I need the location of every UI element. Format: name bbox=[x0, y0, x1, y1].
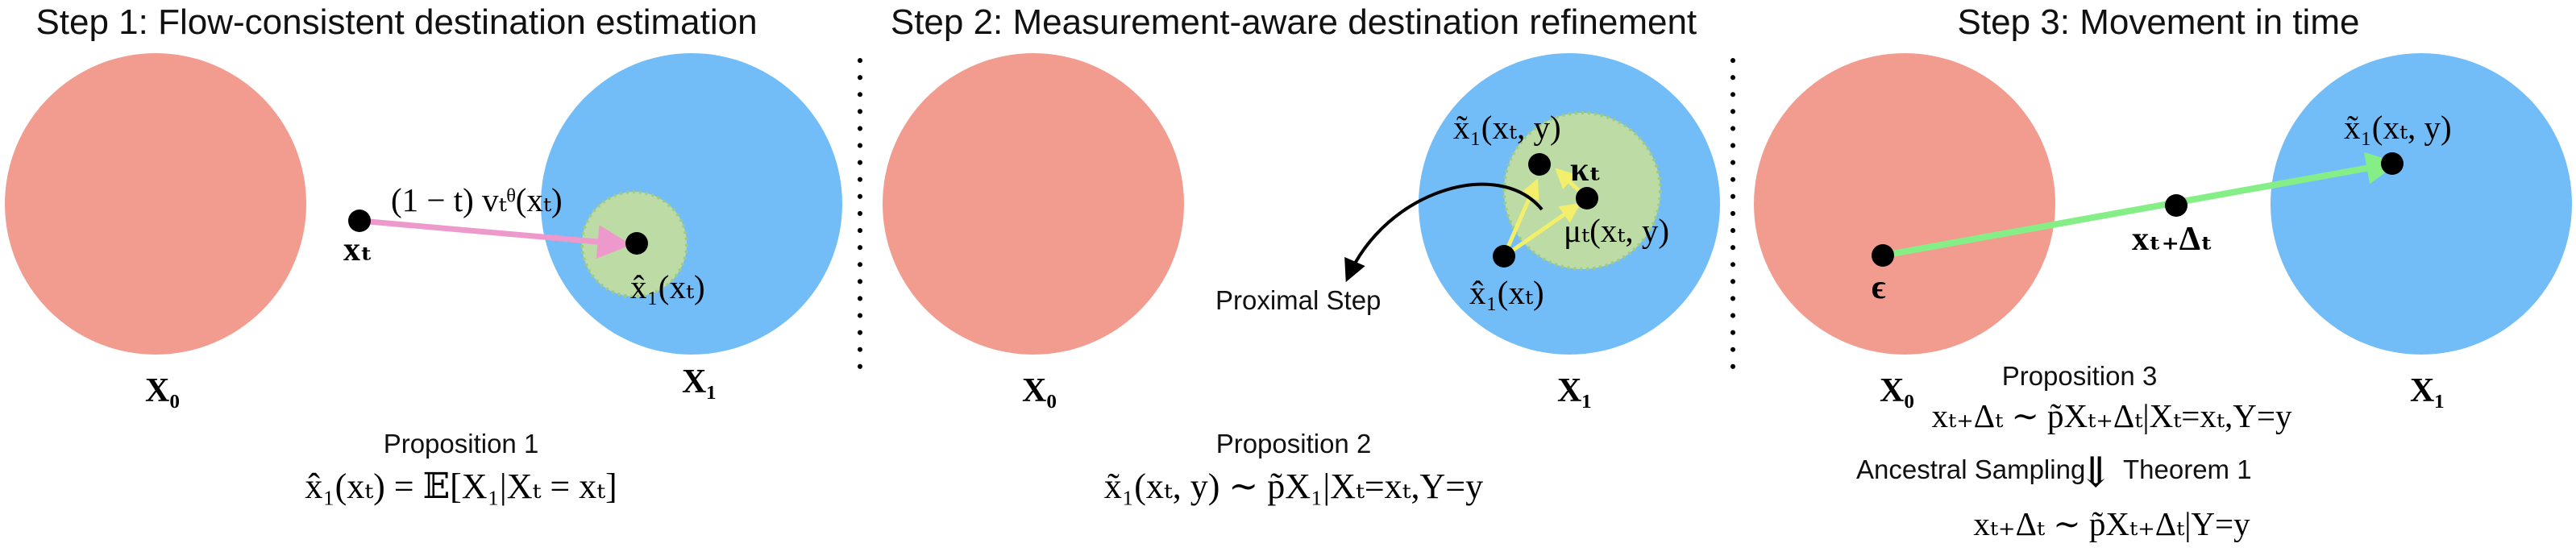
source-distribution-circle bbox=[5, 53, 306, 355]
panel-2-title: Step 2: Measurement-aware destination re… bbox=[891, 2, 1697, 42]
source-distribution-circle bbox=[1754, 53, 2055, 355]
label-x1-refined: x̃₁(xₜ, y) bbox=[1453, 109, 1561, 146]
label-kappa: κₜ bbox=[1570, 151, 1602, 189]
label-x-next: xₜ₊Δₜ bbox=[2132, 221, 2213, 258]
movement-arrow bbox=[1882, 151, 2399, 259]
point-x1-refined bbox=[1528, 153, 1551, 176]
proposition-1-formula: x̂₁(xₜ) = 𝔼[X₁|Xₜ = xₜ] bbox=[305, 467, 617, 506]
proposition-2-formula: x̃₁(xₜ, y) ∼ p̃X₁|Xₜ=xₜ,Y=y bbox=[1104, 467, 1483, 506]
label-flow-velocity: (1 − t) vₜᶿ(xₜ) bbox=[391, 181, 563, 218]
proximal-step-arrow bbox=[1344, 182, 1544, 283]
final-formula: xₜ₊Δₜ ∼ p̃Xₜ₊Δₜ|Y=y bbox=[1973, 505, 2250, 542]
panel-3-title: Step 3: Movement in time bbox=[1958, 2, 2360, 42]
label-theorem-1: Theorem 1 bbox=[2123, 454, 2252, 484]
target-distribution-circle bbox=[2271, 53, 2572, 355]
flow-arrow bbox=[359, 218, 632, 259]
label-x1-estimate: x̂₁(xₜ) bbox=[630, 268, 705, 305]
label-ancestral-sampling: Ancestral Sampling bbox=[1856, 454, 2085, 484]
point-x1-estimate bbox=[1493, 245, 1515, 268]
target-distribution-circle bbox=[541, 53, 842, 355]
label-X1: X₁ bbox=[2410, 372, 2445, 409]
label-X0: X₀ bbox=[1880, 372, 1914, 409]
label-x1-estimate: x̂₁(xₜ) bbox=[1469, 274, 1544, 311]
label-X0: X₀ bbox=[145, 372, 180, 409]
proposition-1-title: Proposition 1 bbox=[384, 429, 539, 458]
source-distribution-circle bbox=[883, 53, 1184, 355]
point-epsilon bbox=[1872, 244, 1894, 267]
panel-step-1: Step 1: Flow-consistent destination esti… bbox=[5, 2, 842, 506]
label-mu: μₜ(xₜ, y) bbox=[1564, 212, 1669, 249]
label-epsilon: ϵ bbox=[1872, 269, 1886, 306]
refine-arrow-2 bbox=[1502, 203, 1581, 259]
point-mu bbox=[1576, 187, 1598, 210]
proposition-2-title: Proposition 2 bbox=[1216, 429, 1372, 458]
label-X1: X₁ bbox=[1557, 372, 1592, 409]
label-proximal-step: Proximal Step bbox=[1215, 285, 1381, 315]
label-x1-refined: x̃₁(xₜ, y) bbox=[2344, 109, 2452, 146]
point-x1-estimate bbox=[625, 232, 648, 255]
point-x-next bbox=[2165, 194, 2188, 217]
implies-arrow: ⇓ bbox=[2078, 450, 2113, 496]
proposition-3-title: Proposition 3 bbox=[2002, 361, 2158, 391]
label-X0: X₀ bbox=[1022, 372, 1057, 409]
panel-step-2: Step 2: Measurement-aware destination re… bbox=[883, 2, 1720, 506]
label-X1: X₁ bbox=[682, 363, 717, 400]
point-x1-refined bbox=[2381, 152, 2404, 175]
panel-step-3: Step 3: Movement in time ϵ xₜ₊Δₜ x̃₁(xₜ,… bbox=[1754, 2, 2572, 542]
proposition-3-formula: xₜ₊Δₜ ∼ p̃Xₜ₊Δₜ|Xₜ=xₜ,Y=y bbox=[1931, 397, 2292, 434]
point-xt bbox=[348, 210, 371, 232]
label-xt: xₜ bbox=[343, 231, 373, 268]
refine-arrow-1 bbox=[1502, 178, 1539, 257]
panel-1-title: Step 1: Flow-consistent destination esti… bbox=[35, 2, 757, 42]
